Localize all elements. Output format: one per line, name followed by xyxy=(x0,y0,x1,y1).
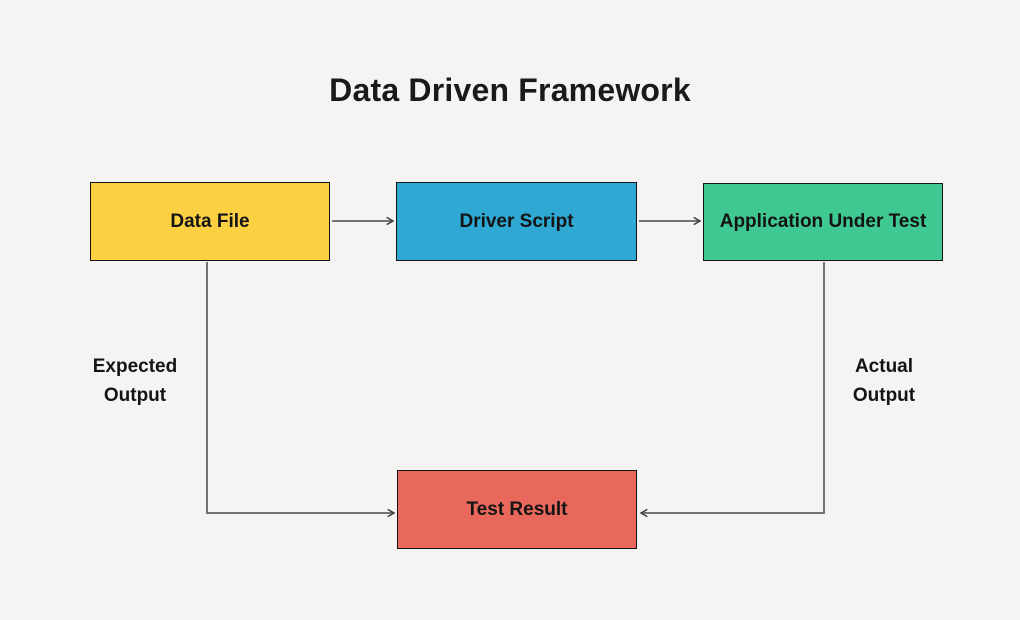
node-data-file: Data File xyxy=(90,182,330,261)
node-test-result-label: Test Result xyxy=(466,498,568,520)
diagram-title: Data Driven Framework xyxy=(329,72,691,108)
connector-aut-to-testresult xyxy=(639,262,825,518)
edge-label-actual-output: Actual Output xyxy=(852,356,916,406)
node-driver-script: Driver Script xyxy=(396,182,637,261)
node-application-under-test: Application Under Test xyxy=(703,183,943,261)
node-application-under-test-label: Application Under Test xyxy=(719,211,927,232)
edge-label-expected-output: Expected Output xyxy=(92,356,178,406)
node-test-result: Test Result xyxy=(397,470,637,549)
node-data-file-label: Data File xyxy=(170,210,250,232)
node-driver-script-label: Driver Script xyxy=(459,210,574,232)
connector-datafile-to-testresult xyxy=(206,262,396,518)
